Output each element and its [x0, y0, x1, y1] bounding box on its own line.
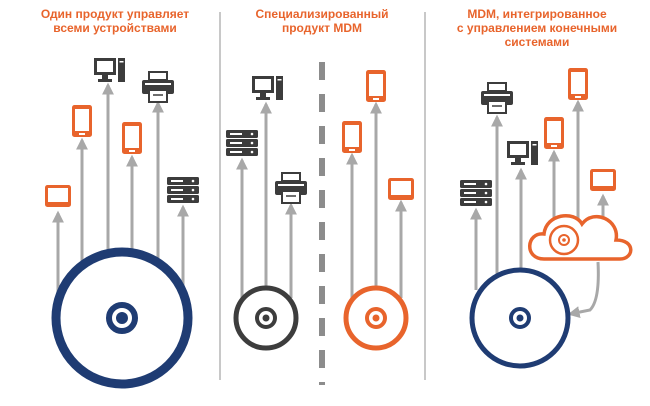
- panel-specialized-mdm: [226, 70, 414, 351]
- server-icon: [460, 180, 492, 206]
- smartphone-icon: [544, 117, 564, 149]
- smartphone-icon: [366, 70, 386, 102]
- desktop-computer-icon: [252, 76, 283, 100]
- smartphone-icon: [72, 105, 92, 137]
- printer-icon: [481, 82, 513, 114]
- management-disc-icon: [233, 285, 299, 351]
- panel-separators: [219, 12, 426, 385]
- panel-integrated-mdm: [460, 68, 633, 369]
- heading-specialized-mdm: Специализированный продукт MDM: [255, 7, 389, 35]
- management-disc-icon: [469, 267, 571, 369]
- server-icon: [167, 177, 199, 203]
- management-disc-icon: [51, 247, 193, 389]
- tablet-icon: [388, 178, 414, 200]
- tablet-icon: [45, 185, 71, 207]
- tablet-icon: [590, 169, 616, 191]
- smartphone-icon: [342, 121, 362, 153]
- server-icon: [226, 130, 258, 156]
- desktop-computer-icon: [507, 141, 538, 165]
- smartphone-icon: [122, 122, 142, 154]
- smartphone-icon: [568, 68, 588, 100]
- heading-integrated-mdm: MDM, интегрированное с управлением конеч…: [456, 7, 618, 49]
- arrow-cloud-to-disc: [567, 261, 600, 319]
- desktop-computer-icon: [94, 58, 125, 82]
- printer-icon: [142, 71, 174, 103]
- management-disc-icon: [343, 285, 409, 351]
- panel-single-product: [45, 58, 199, 389]
- printer-icon: [275, 172, 307, 204]
- cloud-icon: [528, 214, 633, 261]
- heading-single-product: Один продукт управляет всеми устройствам…: [40, 7, 190, 35]
